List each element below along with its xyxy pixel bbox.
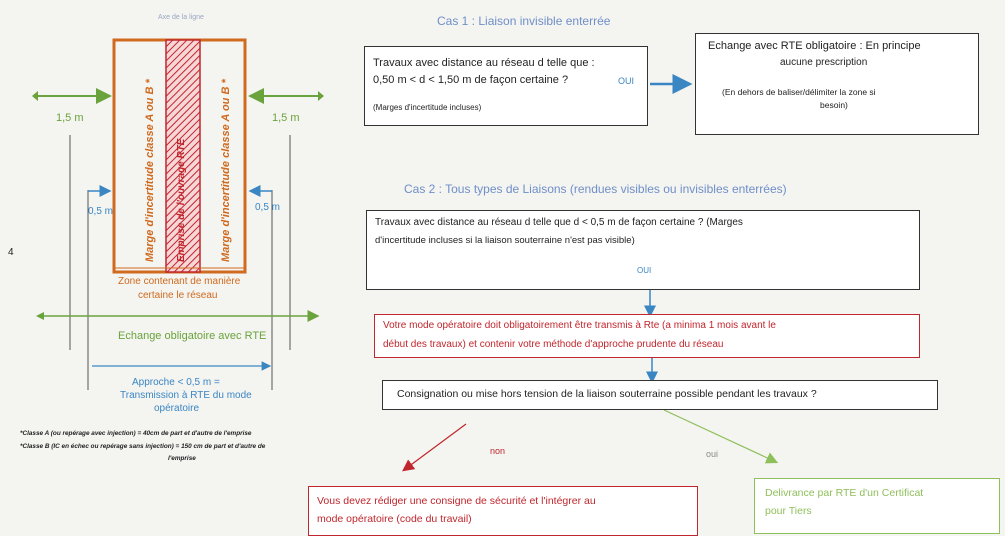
mode-operatoire-box: Votre mode opératoire doit obligatoireme…: [374, 314, 920, 358]
approche-line2: Transmission à RTE du mode: [120, 390, 252, 401]
cas1-a-line3: (En dehors de baliser/délimiter la zone …: [722, 87, 876, 97]
note-class-b-1: *Classe B (IC en échec ou repérage sans …: [20, 443, 266, 450]
consign-text: Consignation ou mise hors tension de la …: [397, 388, 817, 400]
label-1-5-left: 1,5 m: [56, 112, 84, 124]
cas1-a-line2: aucune prescription: [780, 57, 868, 68]
band-center-label: Emprise de l'ouvrage RTE: [176, 138, 187, 262]
cas1-title: Cas 1 : Liaison invisible enterrée: [437, 14, 611, 28]
side-number: 4: [8, 247, 14, 258]
green-line2: pour Tiers: [765, 505, 812, 517]
label-0-5-left: 0,5 m: [88, 206, 114, 217]
consignation-box: Consignation ou mise hors tension de la …: [382, 380, 938, 410]
cas1-q-line1: Travaux avec distance au réseau d telle …: [373, 57, 595, 69]
cas2-q-oui: OUI: [637, 266, 652, 275]
cas2-q-line2: d'incertitude incluses si la liaison sou…: [375, 235, 635, 246]
note-class-a: *Classe A (ou repérage avec injection) =…: [20, 430, 252, 437]
axe-caption: Axe de la ligne: [158, 14, 204, 21]
note-class-b-2: l'emprise: [168, 455, 196, 462]
arrow-non: [402, 423, 467, 472]
cas1-q-line2: 0,50 m < d < 1,50 m de façon certaine ?: [373, 74, 569, 86]
band-left-label: Marge d'incertitude classe A ou B *: [144, 79, 156, 262]
label-oui: oui: [706, 449, 719, 459]
approche-line1: Approche < 0,5 m =: [132, 377, 220, 388]
cas1-answer-box: Echange avec RTE obligatoire : En princi…: [695, 33, 979, 135]
guide-lines: [69, 135, 291, 390]
red-line1: Vous devez rédiger une consigne de sécur…: [317, 495, 596, 507]
cas1-q-line3: (Marges d'incertitude incluses): [373, 103, 482, 112]
approche-line3: opératoire: [154, 403, 200, 414]
red-line2: mode opératoire (code du travail): [317, 513, 472, 525]
label-0-5-right: 0,5 m: [255, 202, 281, 213]
cas1-question-box: Travaux avec distance au réseau d telle …: [364, 46, 648, 126]
echange-label: Echange obligatoire avec RTE: [118, 330, 267, 342]
cas2-question-box: Travaux avec distance au réseau d telle …: [366, 210, 920, 290]
arrow-oui: [663, 409, 779, 464]
cas2-title: Cas 2 : Tous types de Liaisons (rendues …: [404, 182, 787, 196]
mode-line1: Votre mode opératoire doit obligatoireme…: [383, 320, 776, 331]
certificat-box: Delivrance par RTE d'un Certificat pour …: [754, 478, 1000, 534]
zone-label-1: Zone contenant de manière: [118, 276, 241, 287]
green-line1: Delivrance par RTE d'un Certificat: [765, 487, 924, 499]
band-right-label: Marge d'incertitude classe A ou B *: [220, 79, 232, 262]
cas1-a-line4: besoin): [820, 100, 848, 110]
cas1-a-line1: Echange avec RTE obligatoire : En princi…: [708, 40, 921, 52]
emprise-hatch-band: [165, 39, 201, 273]
label-non: non: [490, 446, 506, 456]
cas1-q-oui: OUI: [618, 76, 635, 86]
label-1-5-right: 1,5 m: [272, 112, 300, 124]
zone-label-2: certaine le réseau: [138, 290, 218, 301]
mode-line2: début des travaux) et contenir votre mét…: [383, 339, 724, 350]
consigne-securite-box: Vous devez rédiger une consigne de sécur…: [308, 486, 698, 536]
cas2-q-line1: Travaux avec distance au réseau d telle …: [375, 217, 743, 228]
